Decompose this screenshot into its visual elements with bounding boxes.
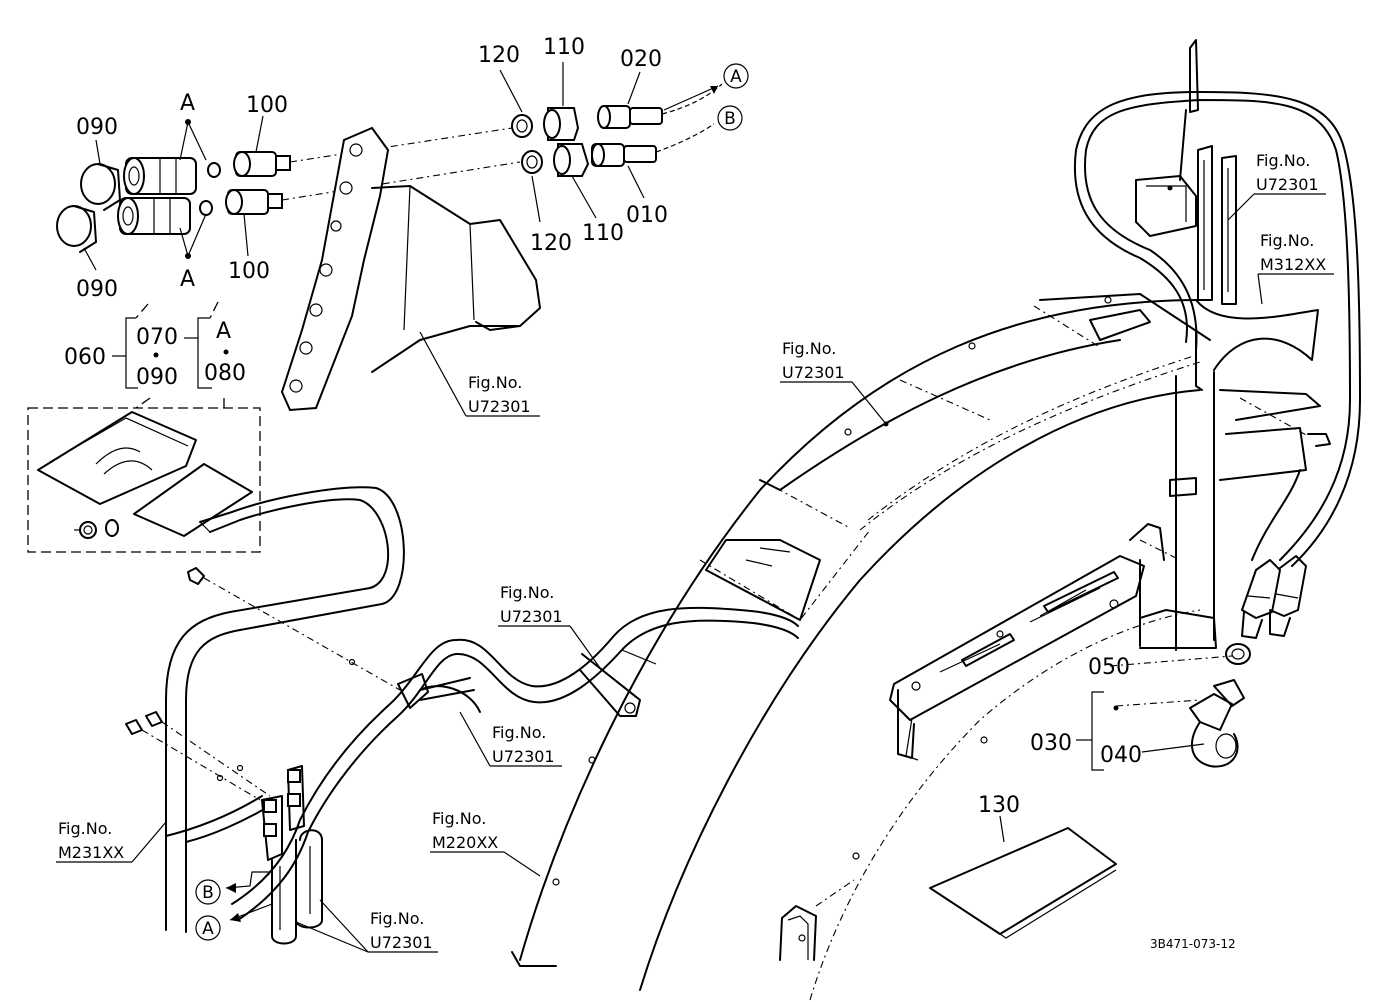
- marker-b-bottom: B: [202, 883, 214, 903]
- part-030: 030: [1030, 731, 1072, 756]
- part-060: 060: [64, 345, 106, 370]
- coupler-assembly-lower: [56, 189, 283, 253]
- handrail-frame: [165, 486, 405, 933]
- pipe-clamps: [261, 765, 323, 945]
- part-120-bottom: 120: [530, 231, 572, 256]
- fender: [519, 293, 1211, 1001]
- svg-text:M220XX: M220XX: [432, 833, 498, 852]
- ref-hose-low: Fig.No. U72301: [459, 711, 562, 767]
- hose-run-left: [231, 606, 799, 921]
- svg-text:U72301: U72301: [492, 747, 555, 766]
- marker-a-kit: A: [216, 319, 231, 344]
- part-100-top: 100: [246, 93, 288, 118]
- part-010: 010: [626, 203, 668, 228]
- part-040: 040: [1100, 743, 1142, 768]
- ref-fender-top: Fig.No. U72301: [780, 339, 887, 425]
- svg-text:U72301: U72301: [370, 933, 433, 952]
- bolts-left: [125, 567, 401, 801]
- svg-text:U72301: U72301: [500, 607, 563, 626]
- kit-box: [27, 407, 261, 553]
- ref-top-right: Fig.No. U72301: [1227, 151, 1326, 221]
- mounting-bracket: [280, 126, 541, 412]
- hose-lines: [1073, 91, 1361, 665]
- svg-text:Fig.No.: Fig.No.: [492, 723, 546, 742]
- svg-text:M231XX: M231XX: [58, 843, 124, 862]
- svg-text:Fig.No.: Fig.No.: [1256, 151, 1310, 170]
- svg-text:M312XX: M312XX: [1260, 255, 1326, 274]
- svg-text:Fig.No.: Fig.No.: [370, 909, 424, 928]
- marker-a-bottom: A: [202, 919, 214, 939]
- part-090-top: 090: [76, 115, 118, 140]
- part-110-bottom: 110: [582, 221, 624, 246]
- part-020: 020: [620, 47, 662, 72]
- svg-text:U72301: U72301: [1256, 175, 1319, 194]
- manual-130: [929, 827, 1117, 939]
- part-090-kit: 090: [136, 365, 178, 390]
- marker-b-top: B: [724, 109, 736, 129]
- part-120-top: 120: [478, 43, 520, 68]
- part-100-bottom: 100: [228, 259, 270, 284]
- part-110-top: 110: [543, 35, 585, 60]
- svg-text:U72301: U72301: [468, 397, 531, 416]
- rops-post: [1129, 39, 1331, 651]
- svg-text:Fig.No.: Fig.No.: [432, 809, 486, 828]
- part-080: 080: [204, 361, 246, 386]
- part-130: 130: [978, 793, 1020, 818]
- ref-bracket: Fig.No. U72301: [419, 331, 540, 417]
- ref-clamp: Fig.No. U72301: [295, 899, 438, 953]
- svg-text:Fig.No.: Fig.No.: [468, 373, 522, 392]
- ref-fender-main: Fig.No. M220XX: [430, 809, 541, 877]
- svg-text:U72301: U72301: [782, 363, 845, 382]
- svg-text:Fig.No.: Fig.No.: [58, 819, 112, 838]
- drawing-code: 3B471-073-12: [1150, 937, 1236, 951]
- svg-text:Fig.No.: Fig.No.: [500, 583, 554, 602]
- part-070: 070: [136, 325, 178, 350]
- coupler-assembly-upper: [80, 151, 291, 211]
- marker-a-top: A: [730, 67, 742, 87]
- part-050: 050: [1088, 655, 1130, 680]
- marker-a-lower: A: [180, 267, 195, 292]
- ref-fender-right: Fig.No. M312XX: [1257, 231, 1334, 305]
- coupler-cap-030: [1109, 655, 1245, 768]
- part-090-bottom: 090: [76, 277, 118, 302]
- svg-text:Fig.No.: Fig.No.: [1260, 231, 1314, 250]
- svg-text:Fig.No.: Fig.No.: [782, 339, 836, 358]
- ref-hose-mid: Fig.No. U72301: [498, 583, 601, 669]
- marker-a-upper: A: [180, 91, 195, 116]
- ref-frame-left: Fig.No. M231XX: [56, 819, 167, 863]
